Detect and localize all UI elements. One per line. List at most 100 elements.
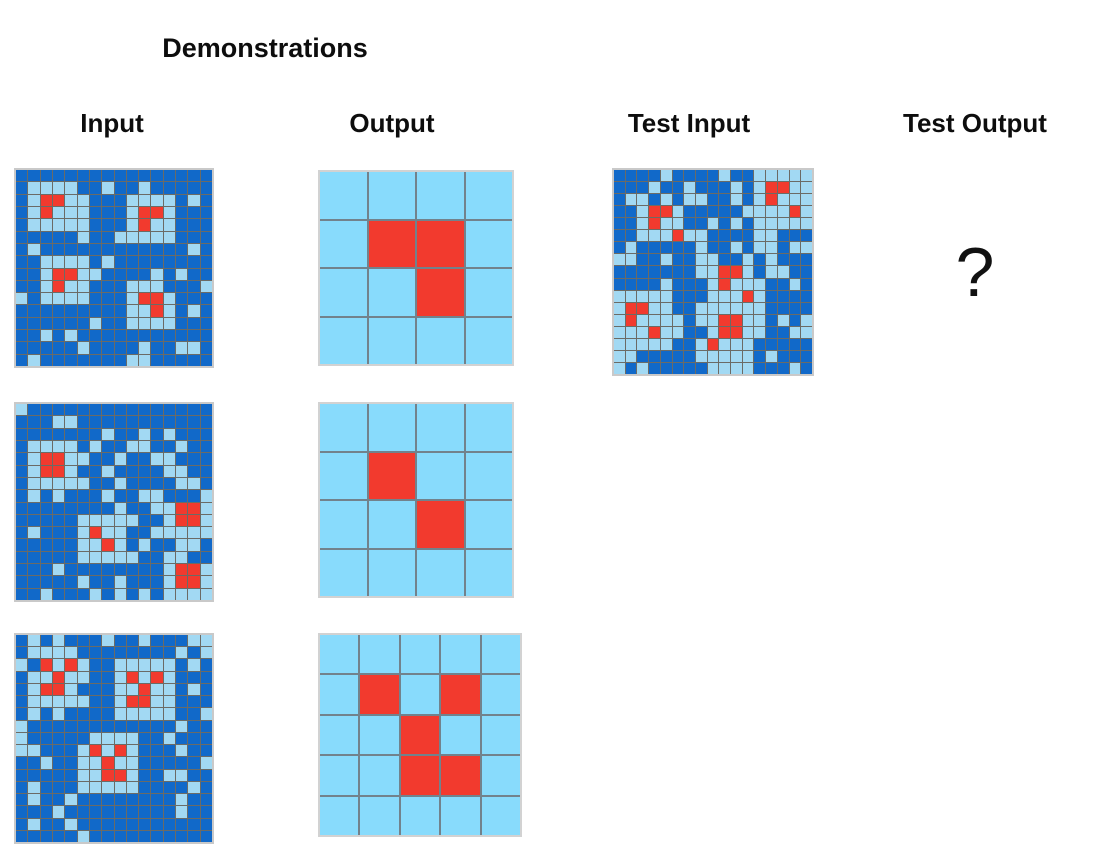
- grid-cell: [102, 551, 114, 564]
- grid-cell: [16, 551, 28, 564]
- grid-cell: [28, 696, 40, 708]
- grid-cell: [151, 317, 163, 330]
- grid-cell: [614, 314, 625, 326]
- grid-cell: [200, 502, 212, 514]
- grid-cell: [65, 745, 77, 757]
- grid-cell: [731, 278, 742, 290]
- grid-cell: [742, 338, 754, 350]
- grid-cell: [672, 278, 684, 290]
- grid-cell: [614, 170, 625, 182]
- grid-cell: [65, 757, 77, 769]
- grid-cell: [139, 745, 151, 757]
- grid-cell: [400, 796, 440, 835]
- grid-cell: [731, 254, 742, 266]
- grid-cell: [102, 769, 114, 781]
- grid-cell: [52, 490, 65, 502]
- grid-cell: [89, 305, 102, 317]
- grid-cell: [139, 219, 151, 231]
- grid-cell: [77, 280, 89, 293]
- grid-cell: [28, 818, 40, 830]
- grid-cell: [28, 317, 40, 330]
- grid-cell: [320, 269, 367, 316]
- grid-cell: [695, 314, 707, 326]
- grid-cell: [176, 293, 188, 305]
- grid-cell: [417, 317, 464, 364]
- grid-cell: [731, 326, 742, 338]
- grid-cell: [102, 732, 114, 745]
- grid-cell: [114, 671, 126, 683]
- grid-cell: [176, 354, 188, 366]
- grid-cell: [102, 182, 114, 194]
- grid-cell: [28, 539, 40, 551]
- grid-cell: [114, 818, 126, 830]
- grid-cell: [52, 219, 65, 231]
- grid-cell: [200, 182, 212, 194]
- grid-cell: [625, 278, 637, 290]
- grid-cell: [200, 194, 212, 206]
- grid-cell: [637, 350, 649, 362]
- grid-cell: [139, 465, 151, 477]
- grid-cell: [89, 490, 102, 502]
- grid-cell: [126, 243, 139, 256]
- grid-cell: [77, 490, 89, 502]
- grid-cell: [40, 280, 52, 293]
- grid-cell: [163, 781, 176, 794]
- grid-cell: [65, 428, 77, 440]
- grid-cell: [176, 206, 188, 219]
- grid-cell: [789, 254, 801, 266]
- grid-cell: [176, 830, 188, 842]
- grid-cell: [89, 564, 102, 576]
- grid-cell: [40, 732, 52, 745]
- grid-cell: [52, 243, 65, 256]
- grid-cell: [52, 527, 65, 539]
- grid-cell: [660, 290, 672, 302]
- grid-cell: [151, 170, 163, 182]
- grid-cell: [77, 769, 89, 781]
- grid-cell: [16, 453, 28, 465]
- grid-cell: [637, 170, 649, 182]
- grid-cell: [200, 428, 212, 440]
- grid-cell: [89, 194, 102, 206]
- grid-cell: [77, 194, 89, 206]
- grid-cell: [40, 256, 52, 268]
- grid-cell: [672, 194, 684, 206]
- grid-cell: [188, 342, 200, 354]
- grid-cell: [102, 671, 114, 683]
- grid-cell: [40, 830, 52, 842]
- grid-cell: [176, 440, 188, 453]
- grid-cell: [102, 794, 114, 806]
- grid-cell: [16, 745, 28, 757]
- grid-cell: [52, 781, 65, 794]
- grid-cell: [188, 404, 200, 416]
- grid-cell: [684, 326, 695, 338]
- grid-cell: [40, 539, 52, 551]
- grid-cell: [200, 527, 212, 539]
- grid-cell: [660, 170, 672, 182]
- grid-cell: [614, 266, 625, 278]
- grid-cell: [28, 720, 40, 732]
- grid-cell: [637, 290, 649, 302]
- grid-cell: [719, 326, 731, 338]
- grid-cell: [28, 280, 40, 293]
- grid-cell: [176, 576, 188, 588]
- grid-cell: [163, 206, 176, 219]
- grid-cell: [77, 830, 89, 842]
- grid-cell: [660, 338, 672, 350]
- grid-cell: [16, 781, 28, 794]
- grid-cell: [320, 501, 367, 548]
- grid-cell: [52, 416, 65, 428]
- grid-cell: [163, 732, 176, 745]
- grid-cell: [102, 256, 114, 268]
- grid-cell: [28, 794, 40, 806]
- grid-cell: [163, 745, 176, 757]
- grid-cell: [40, 231, 52, 243]
- grid-cell: [102, 354, 114, 366]
- grid-cell: [625, 338, 637, 350]
- grid-cell: [766, 206, 777, 218]
- grid-cell: [742, 254, 754, 266]
- grid-cell: [65, 708, 77, 720]
- grid-cell: [126, 745, 139, 757]
- grid-cell: [102, 539, 114, 551]
- grid-cell: [637, 338, 649, 350]
- grid-cell: [52, 305, 65, 317]
